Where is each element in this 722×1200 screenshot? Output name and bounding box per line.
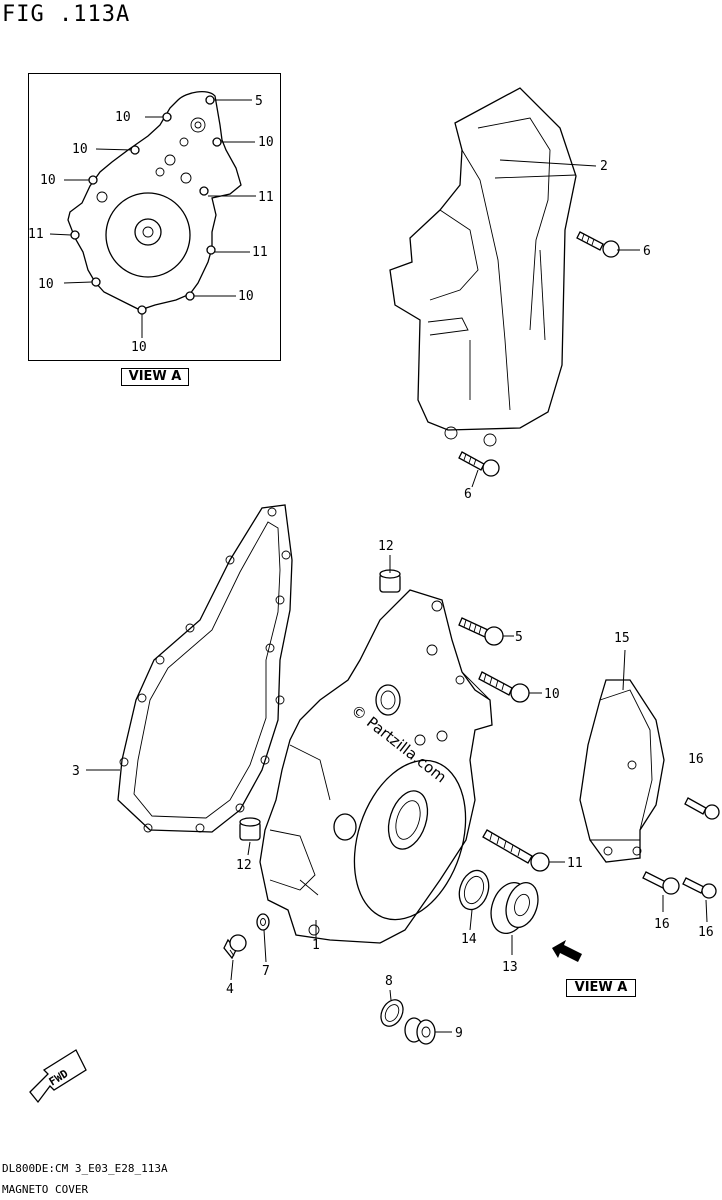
diagram-caption: MAGNETO COVER (2, 1183, 89, 1196)
figure-title: FIG .113A (2, 2, 131, 27)
callout-11: 11 (567, 856, 583, 871)
bolt-5 (458, 617, 504, 646)
inset-leader-lines (49, 99, 256, 338)
inset-view-a-label: VIEW A (121, 368, 189, 386)
callout-14: 14 (461, 932, 477, 947)
seal-8 (380, 999, 404, 1027)
inset-callout-10: 10 (72, 142, 88, 157)
cap-13 (490, 881, 539, 934)
inset-callout-11: 11 (258, 190, 274, 205)
inset-callout-10: 10 (38, 277, 54, 292)
view-a-arrow (552, 940, 582, 962)
bolt-16-lower-right (682, 877, 717, 899)
inset-callout-11: 11 (252, 245, 268, 260)
callout-16: 16 (688, 752, 704, 767)
callout-4: 4 (226, 982, 234, 997)
callout-1: 1 (312, 938, 320, 953)
shield-15 (579, 679, 665, 863)
inset-cover-outline (67, 90, 242, 311)
bolt-16-lower-left (642, 871, 680, 895)
main-view-a-label: VIEW A (566, 979, 636, 997)
callout-16: 16 (698, 925, 714, 940)
callout-6: 6 (464, 487, 472, 502)
dowel-pin-12-lower (239, 817, 261, 841)
callout-16: 16 (654, 917, 670, 932)
callout-7: 7 (262, 964, 270, 979)
dowel-pin-12-upper (379, 569, 401, 593)
callout-15: 15 (614, 631, 630, 646)
gasket-part-3 (117, 504, 293, 833)
callout-10: 10 (544, 687, 560, 702)
fwd-arrow: FWD (29, 1049, 87, 1104)
callout-2: 2 (600, 159, 608, 174)
inset-callout-10: 10 (238, 289, 254, 304)
inset-callouts: 5 10 10 10 10 11 11 11 10 10 10 (28, 94, 274, 355)
inset-callout-10: 10 (258, 135, 274, 150)
bolt-4 (223, 934, 247, 960)
bolt-16-right (684, 797, 720, 820)
inset-callout-10: 10 (115, 110, 131, 125)
o-ring-14 (458, 869, 490, 911)
callout-3: 3 (72, 764, 80, 779)
callout-13: 13 (502, 960, 518, 975)
view-a-inset-frame (28, 73, 281, 361)
main-callouts: 2 6 6 12 5 10 15 16 3 12 11 16 16 14 1 1… (72, 159, 714, 1041)
inset-callout-10: 10 (131, 340, 147, 355)
plug-9 (404, 1017, 436, 1045)
bolt-6-upper (576, 231, 620, 258)
main-leader-lines (86, 159, 708, 1033)
inset-callout-11: 11 (28, 227, 44, 242)
cover-part-2 (389, 87, 577, 447)
inset-callout-5: 5 (255, 94, 263, 109)
inset-bolt-points (70, 95, 222, 315)
bolt-6-lower (458, 451, 500, 477)
callout-12: 12 (378, 539, 394, 554)
inset-callout-10: 10 (40, 173, 56, 188)
callout-6: 6 (643, 244, 651, 259)
bolt-10 (478, 671, 530, 703)
bolt-11 (482, 829, 550, 872)
callout-9: 9 (455, 1026, 463, 1041)
watermark-text: © Partzilla.com (348, 701, 450, 786)
diagram-code: DL800DE:CM 3_E03_E28_113A (2, 1162, 168, 1175)
magneto-cover-part-1 (259, 589, 493, 944)
callout-5: 5 (515, 630, 523, 645)
washer-7 (256, 913, 270, 931)
callout-12: 12 (236, 858, 252, 873)
callout-8: 8 (385, 974, 393, 989)
